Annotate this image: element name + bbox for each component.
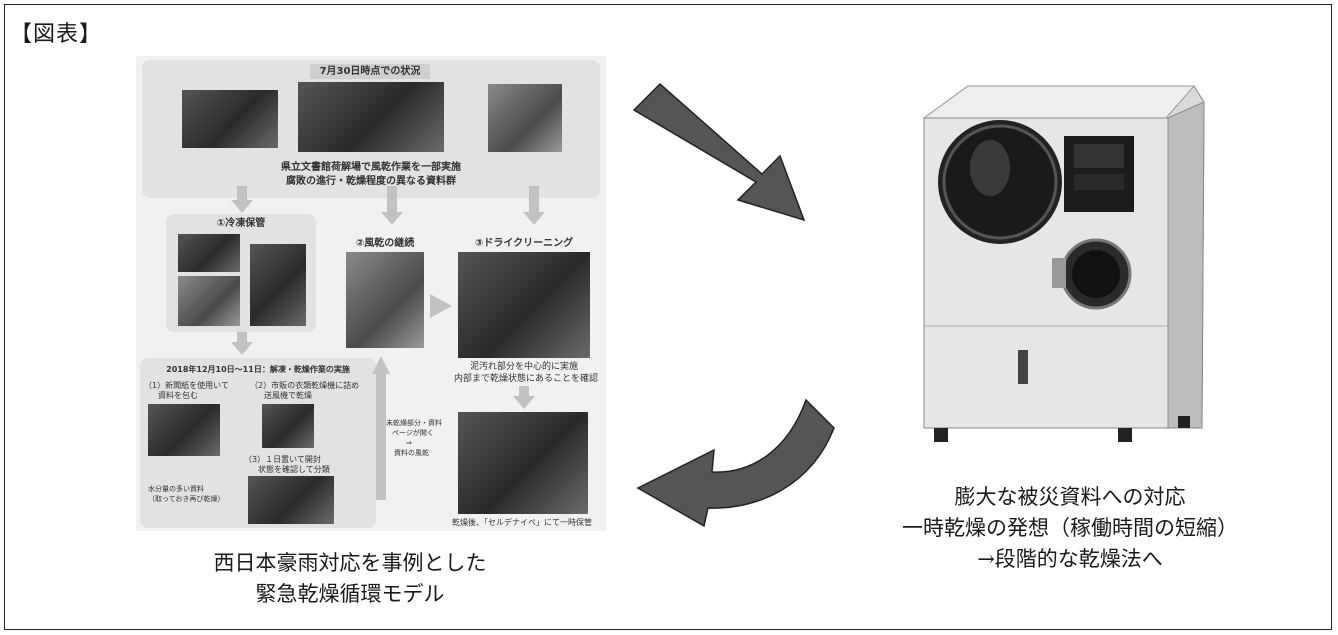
step3-label: ③ドライクリーニング bbox=[474, 238, 574, 249]
arrow-right bbox=[430, 294, 452, 318]
step1-box: ①冷凍保管 bbox=[166, 214, 316, 332]
thaw-2b: 送風機で乾燥 bbox=[264, 391, 312, 400]
left-caption: 西日本豪雨対応を事例とした 緊急乾燥循環モデル bbox=[140, 548, 560, 610]
photo-freezer-1 bbox=[178, 234, 240, 272]
arrow-down-1 bbox=[231, 200, 253, 213]
right-caption-line2: 一時乾燥の発想（稼働時間の短縮） bbox=[902, 516, 1238, 540]
figure-label: 【図表】 bbox=[10, 22, 103, 47]
step1-label: ①冷凍保管 bbox=[216, 218, 266, 229]
status-header: 7月30日時点での状況 bbox=[310, 64, 430, 79]
side-note1: 水分量の多い資料 bbox=[148, 485, 204, 493]
arrow-down-3 bbox=[523, 212, 545, 225]
dryclean-note1: 泥汚れ部分を中心的に実施 bbox=[469, 362, 578, 372]
arrow-stem-2 bbox=[387, 186, 397, 212]
mid-note1: 未乾燥部分・資料 bbox=[386, 419, 442, 427]
photo-dry-cleaning bbox=[458, 252, 590, 358]
thaw-3a: （3）１日置いて開封 bbox=[244, 455, 321, 464]
left-caption-line1: 西日本豪雨対応を事例とした bbox=[213, 551, 487, 575]
arrow-to-dryer bbox=[632, 82, 806, 222]
right-caption: 膨大な被災資料への対応 一時乾燥の発想（稼働時間の短縮） →段階的な乾燥法へ bbox=[860, 482, 1280, 575]
arrow-stem-4 bbox=[237, 332, 247, 342]
arrow-stem-1 bbox=[237, 186, 247, 200]
status-line2: 腐敗の進行・乾燥程度の異なる資料群 bbox=[286, 176, 456, 187]
photo-sort bbox=[248, 476, 334, 524]
arrow-down-4 bbox=[231, 342, 253, 355]
photo-shelf-left bbox=[182, 90, 278, 148]
side-note2: （取っておき再び乾燥） bbox=[148, 495, 225, 503]
thaw-title: 2018年12月10日～11日：解凍・乾燥作業の実施 bbox=[166, 365, 350, 374]
mid-note4: 資料の風乾 bbox=[394, 449, 429, 457]
return-path-up bbox=[372, 356, 390, 374]
photo-boxes bbox=[298, 82, 444, 152]
left-caption-line2: 緊急乾燥循環モデル bbox=[255, 582, 445, 606]
thaw-box: 2018年12月10日～11日：解凍・乾燥作業の実施 （1）新聞紙を使用いて 資… bbox=[140, 358, 376, 528]
thaw-3b: 状態を確認して分類 bbox=[258, 465, 330, 474]
step2-label: ②風乾の継続 bbox=[355, 238, 415, 249]
thaw-1a: （1）新聞紙を使用いて bbox=[144, 381, 229, 390]
photo-dryer-load bbox=[262, 404, 314, 448]
right-caption-line1: 膨大な被災資料への対応 bbox=[954, 485, 1186, 509]
right-caption-line3: →段階的な乾燥法へ bbox=[977, 547, 1163, 571]
freeze-dryer-image bbox=[922, 85, 1205, 442]
return-path bbox=[376, 374, 386, 500]
arrow-down-2 bbox=[381, 212, 403, 225]
figure-frame bbox=[4, 4, 1332, 630]
photo-freezer-2 bbox=[178, 276, 240, 326]
arrow-down-5 bbox=[513, 396, 535, 409]
photo-freezer-3 bbox=[250, 244, 306, 326]
mid-note3: ⇒ bbox=[406, 439, 412, 447]
flowchart-panel: 7月30日時点での状況 県立文書館荷解場で風乾作業を一部実施 腐敗の進行・乾燥程… bbox=[136, 56, 606, 531]
dryclean-note2: 内部まで乾燥状態にあることを確認 bbox=[454, 374, 599, 384]
status-line1: 県立文書館荷解場で風乾作業を一部実施 bbox=[281, 162, 461, 173]
thaw-2a: （2）市販の衣類乾燥機に詰め bbox=[250, 381, 360, 390]
photo-air-rack bbox=[346, 252, 424, 348]
mid-note2: ページが開く bbox=[392, 429, 434, 437]
thaw-1b: 資料を包む bbox=[158, 391, 198, 400]
arrow-stem-3 bbox=[529, 186, 539, 212]
arrow-return bbox=[636, 398, 835, 528]
final-note: 乾燥後、「セルデナイペ」にて一時保管 bbox=[452, 518, 592, 527]
photo-newspaper bbox=[148, 404, 220, 456]
photo-rack bbox=[488, 84, 562, 152]
arrow-stem-5 bbox=[519, 386, 529, 396]
photo-final-storage bbox=[458, 412, 588, 514]
status-box: 7月30日時点での状況 県立文書館荷解場で風乾作業を一部実施 腐敗の進行・乾燥程… bbox=[142, 60, 600, 198]
